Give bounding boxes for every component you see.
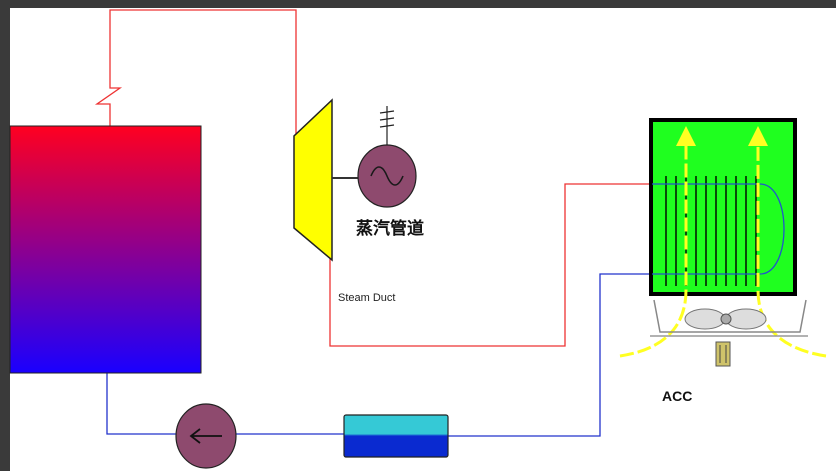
airflow-arrowhead-left [676, 126, 696, 146]
motor-icon [715, 341, 731, 367]
condensate-line-pump-boiler [106, 373, 176, 435]
generator [357, 106, 417, 208]
condensate-tank [343, 414, 449, 458]
steam-line-main [94, 9, 297, 138]
sine-wave-icon [370, 166, 404, 186]
airflow-arrowhead-right [748, 126, 768, 146]
acc-fan-housing [653, 299, 807, 333]
boiler [9, 125, 202, 374]
condensate-line [448, 273, 652, 437]
air-cooled-condenser [619, 118, 827, 367]
generator-label: 蒸汽管道 [356, 218, 424, 239]
condensate-pump [175, 403, 237, 469]
acc-u-tube [652, 183, 785, 275]
steam-duct-label: Steam Duct [338, 292, 395, 304]
acc-body [653, 122, 793, 292]
acc-label: ACC [662, 388, 692, 404]
fan-icon [684, 308, 767, 330]
steam-turbine [293, 98, 333, 262]
steam-duct-line [329, 183, 652, 347]
left-arrow-icon [189, 428, 222, 444]
acc-tube-bundle [665, 176, 757, 286]
